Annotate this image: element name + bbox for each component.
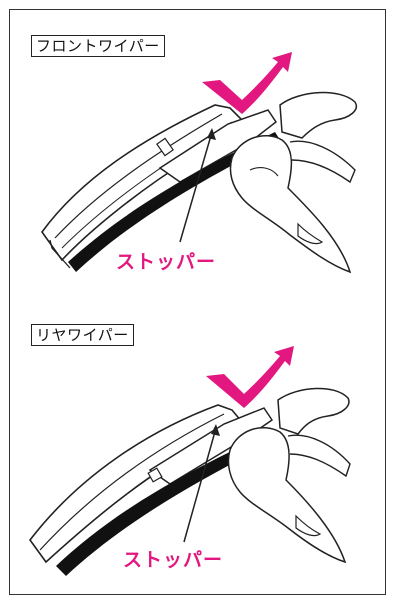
curved-arrow-icon <box>206 346 294 408</box>
stopper-pointer-line <box>179 131 213 243</box>
hand-palm <box>289 140 356 184</box>
rear-stopper-callout: ストッパー <box>123 549 224 571</box>
front-wiper-label: フロントワイパー <box>31 35 165 57</box>
stopper-pointer-line <box>183 427 217 543</box>
blade-rubber <box>56 432 278 576</box>
front-wiper-panel: フロントワイパー ストッパー <box>10 10 387 300</box>
hand-thumb <box>277 387 350 435</box>
hand-thumb <box>279 91 357 139</box>
wiper-arm-outline <box>29 404 244 564</box>
wiper-arm-ridge <box>54 113 223 239</box>
stopper-pointer-head <box>211 424 220 436</box>
stopper-pointer-head <box>207 128 216 140</box>
front-stopper-callout: ストッパー <box>116 251 217 273</box>
fingernail <box>295 514 322 537</box>
fingernail <box>297 222 324 245</box>
hand-crease <box>249 167 279 177</box>
hand-finger <box>227 427 347 564</box>
instruction-figure: フロントワイパー ストッパー リヤワイパー ストッパー <box>9 9 386 595</box>
hand-palm <box>287 434 351 478</box>
wiper-arm-ridge <box>39 413 225 551</box>
holder-notch <box>147 467 163 483</box>
holder-notch <box>156 137 174 157</box>
rear-wiper-illustration <box>29 346 351 576</box>
rear-wiper-label: リヤワイパー <box>31 324 134 346</box>
curved-arrow-icon <box>202 52 292 114</box>
front-wiper-illustration <box>41 52 357 274</box>
blade-rubber <box>68 132 280 272</box>
hand-finger <box>229 135 352 274</box>
rear-wiper-panel: リヤワイパー ストッパー <box>10 300 387 596</box>
wiper-arm-outline <box>41 104 244 262</box>
blade-edge <box>49 239 71 269</box>
